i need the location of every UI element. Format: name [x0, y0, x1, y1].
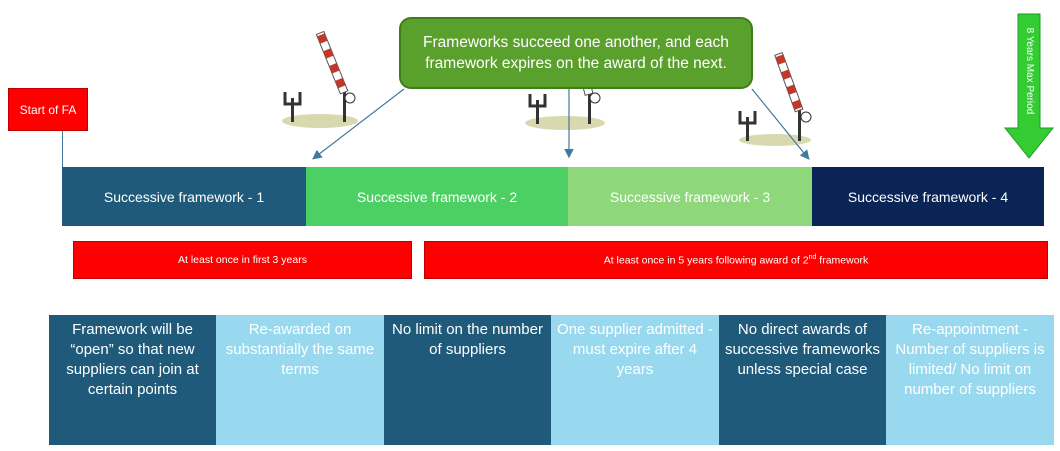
requirement-label: At least once in first 3 years: [178, 254, 307, 266]
feature-card-no-limit: No limit on the number of suppliers: [384, 315, 551, 445]
framework-label: Successive framework - 1: [103, 188, 265, 205]
requirement-text-end: framework: [816, 254, 869, 267]
framework-2: Successive framework - 2: [306, 167, 568, 226]
card-text: Re-awarded on substantially the same ter…: [225, 321, 375, 378]
card-text: No direct awards of successive framework…: [724, 321, 881, 378]
pointer-arrow: [751, 88, 810, 160]
feature-card-open: Framework will be “open” so that new sup…: [49, 315, 216, 445]
pointer-arrow: [312, 88, 405, 160]
start-of-fa-label: Start of FA: [8, 88, 88, 131]
framework-1: Successive framework - 1: [62, 167, 306, 226]
framework-label: Successive framework - 3: [609, 188, 771, 205]
race-start-barrier-icon: [738, 51, 812, 146]
requirement-text: At least once in 5 years following award…: [603, 254, 809, 267]
requirement-label: At least once in 5 years following award…: [604, 254, 869, 267]
framework-4: Successive framework - 4: [812, 167, 1044, 226]
feature-card-one-supplier: One supplier admitted - must expire afte…: [551, 315, 719, 445]
feature-card-reawarded: Re-awarded on substantially the same ter…: [216, 315, 384, 445]
ordinal-suffix: nd: [808, 253, 817, 261]
card-text: Re-appointment - Number of suppliers is …: [895, 321, 1045, 398]
feature-card-no-direct-awards: No direct awards of successive framework…: [719, 315, 886, 445]
feature-card-reappointment: Re-appointment - Number of suppliers is …: [886, 315, 1054, 445]
max-period-label: 8 Years Max Period: [1024, 27, 1035, 115]
start-marker-line: [62, 131, 63, 167]
card-text: Framework will be “open” so that new sup…: [66, 321, 199, 398]
requirement-5-years: At least once in 5 years following award…: [424, 241, 1048, 279]
callout-text: Frameworks succeed one another, and each…: [423, 34, 729, 72]
framework-3: Successive framework - 3: [568, 167, 812, 226]
card-text: One supplier admitted - must expire afte…: [557, 321, 713, 378]
card-text: No limit on the number of suppliers: [392, 321, 543, 358]
framework-label: Successive framework - 2: [356, 188, 518, 205]
framework-label: Successive framework - 4: [847, 188, 1009, 205]
race-start-barrier-icon: [282, 30, 358, 128]
max-period-label-wrap: 8 Years Max Period: [1018, 16, 1040, 126]
requirement-first-3-years: At least once in first 3 years: [73, 241, 412, 279]
down-arrow-icon: [1003, 13, 1055, 159]
callout-box: Frameworks succeed one another, and each…: [399, 17, 753, 89]
